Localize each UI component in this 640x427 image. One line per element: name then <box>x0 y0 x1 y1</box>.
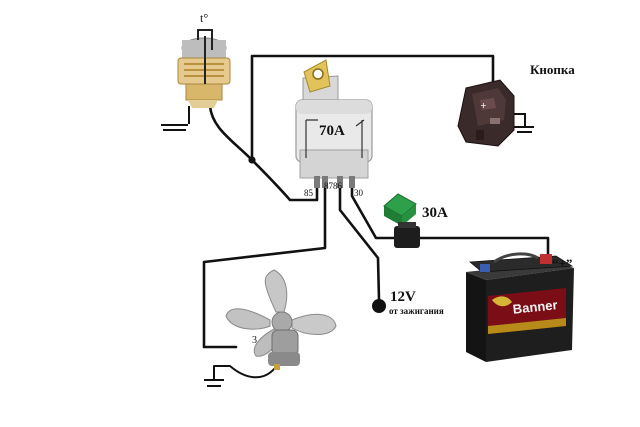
ignition-voltage: 12V <box>390 289 416 305</box>
pin-30-label: 30 <box>354 188 364 198</box>
fan-number: 3 <box>252 335 257 346</box>
temperature-sensor <box>177 29 231 108</box>
fuse <box>383 193 420 248</box>
relay-rating: 70A <box>319 123 345 139</box>
wire-fan-to-ground <box>213 365 276 381</box>
junction-dot <box>248 156 256 164</box>
svg-text:+: + <box>480 101 487 110</box>
button-label: Кнопка <box>530 62 575 77</box>
pin-87-label: 87 <box>324 181 334 191</box>
wire-relay-to-fuse <box>350 184 400 240</box>
battery-brand: Banner <box>512 297 558 317</box>
relay <box>295 59 373 188</box>
fan <box>225 269 337 370</box>
ground-symbol-fan <box>204 379 224 387</box>
pin-86-label: 86 <box>333 181 343 191</box>
ground-symbol-sensor <box>161 106 190 131</box>
battery-plus-label: “+” <box>552 256 572 271</box>
wires <box>202 54 550 381</box>
fuse-rating: 30A <box>422 205 448 221</box>
ignition-note: от зажигания <box>389 306 444 316</box>
ignition-terminal <box>372 299 386 313</box>
relay-pin-labels: 85 87 86 30 <box>304 181 364 198</box>
wire-junction-to-button <box>250 54 495 162</box>
wire-relay-to-ignition <box>338 184 381 302</box>
wire-relay-to-fan <box>202 184 327 349</box>
battery <box>466 252 574 362</box>
button-switch: + <box>457 79 515 147</box>
temp-sensor-label: t° <box>200 11 208 25</box>
pin-85-label: 85 <box>304 188 314 198</box>
